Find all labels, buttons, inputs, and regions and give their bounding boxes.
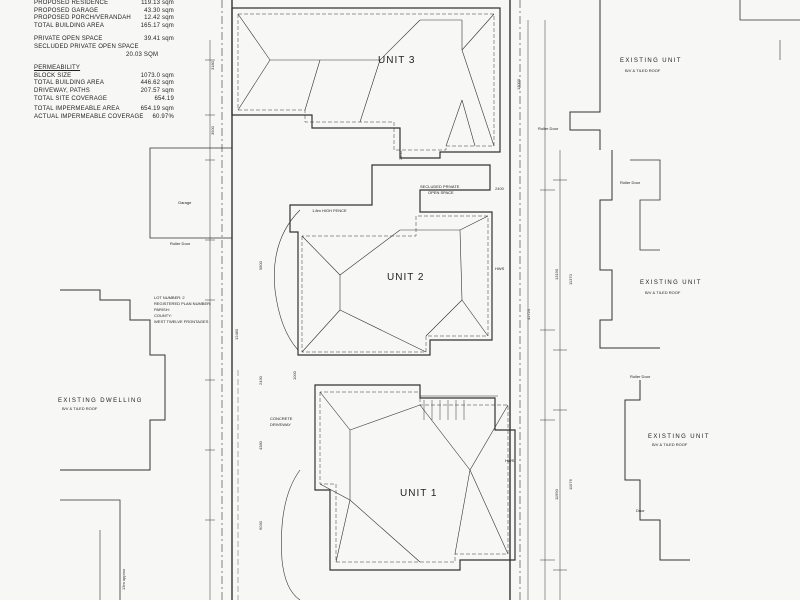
lot-info-line: COUNTY: — [154, 313, 172, 318]
garage-label: Garage — [178, 200, 192, 205]
dim-left-top: 3180 — [210, 60, 215, 70]
fence-note: 1.8m HIGH FENCE — [312, 208, 347, 213]
note-row: TOTAL BUILDING AREA 165.17 sqm — [34, 23, 174, 31]
note-row: TOTAL IMPERMEABLE AREA 654.19 sqm — [34, 106, 174, 114]
note-row: PROPOSED GARAGE 43.30 sqm — [34, 8, 174, 16]
dim-unit2-far: 11370 — [568, 273, 573, 285]
note-row: DRIVEWAY, PATHS 207.57 sqm — [34, 88, 174, 96]
note-value: 207.57 sqm — [140, 87, 174, 94]
note-row: TOTAL BUILDING AREA 446.62 sqm — [34, 80, 174, 88]
note-value: 43.30 sqm — [144, 7, 174, 14]
note-label: PRIVATE OPEN SPACE — [34, 36, 103, 43]
lot-info-line: WEST TWELVE FRONTAGES — [154, 319, 209, 324]
roller-door-left-label: Roller Door — [170, 241, 191, 246]
note-value: 654.19 — [154, 95, 174, 102]
lot-info-line: LOT NUMBER: 2 — [154, 295, 185, 300]
secluded-space-value: 20.03 sqm — [126, 51, 159, 58]
permeability-header: PERMEABILITY — [34, 65, 81, 72]
note-label: TOTAL BUILDING AREA — [34, 22, 105, 29]
existing-unit-low-line1: EXISTING UNIT — [648, 434, 710, 440]
note-label: BLOCK SIZE — [34, 72, 72, 79]
existing-dwelling-outline — [60, 289, 166, 600]
roller-door-right-mid-label: Roller Door — [620, 180, 641, 185]
unit-1-outline — [281, 384, 516, 600]
note-value: 654.19 sqm — [140, 106, 174, 113]
dim-boundary-right: 42720 — [526, 308, 531, 320]
secluded-space-label: SECLUDED PRIVATE OPEN SPACE — [34, 43, 139, 50]
note-row: BLOCK SIZE 1073.0 sqm — [34, 73, 174, 81]
setback-note: 13m approx — [121, 569, 126, 590]
existing-unit-outlines — [569, 0, 800, 561]
dim-u3-gap: 2400 — [398, 150, 403, 160]
note-value: 39.41 sqm — [144, 36, 174, 43]
note-label: PROPOSED PORCH/VERANDAH — [34, 15, 131, 22]
note-label: DRIVEWAY, PATHS — [34, 87, 91, 94]
note-row: ACTUAL IMPERMEABLE COVERAGE 60.97% — [34, 114, 174, 122]
dim-boundary: 12480 — [234, 328, 239, 340]
note-label: PROPOSED RESIDENCE — [34, 0, 109, 6]
note-label: TOTAL IMPERMEABLE AREA — [34, 106, 120, 113]
dim-top-right: 13000 — [516, 78, 521, 90]
note-value: 60.97% — [152, 113, 174, 120]
note-value: 1073.0 sqm — [140, 72, 174, 79]
roller-door-right-low-label: Roller Door — [630, 374, 651, 379]
dim-left-mid4: 4380 — [258, 440, 263, 450]
private-open-space-row: PRIVATE OPEN SPACE 39.41 sqm — [34, 36, 174, 44]
dim-unit2-width: 2400 — [495, 186, 505, 191]
existing-unit-low-line2: B/V & TILED ROOF — [652, 442, 688, 447]
dim-left-mid1: 3500 — [210, 125, 215, 135]
note-label: TOTAL BUILDING AREA — [34, 80, 105, 87]
existing-dwelling-line2: B/V & TILED ROOF — [62, 406, 98, 411]
secluded-space-line1: SECLUDED PRIVATE — [420, 184, 460, 189]
concrete-driveway-line2: DRIVEWAY — [270, 422, 291, 427]
hws-mid-label: HWS — [495, 266, 505, 271]
note-label: PROPOSED GARAGE — [34, 7, 99, 14]
unit-3-label: UNIT 3 — [378, 55, 416, 66]
existing-garage — [149, 147, 233, 239]
note-value: 12.42 sqm — [144, 15, 174, 22]
door-low-label: Door — [636, 508, 645, 513]
note-value: 446.62 sqm — [140, 80, 174, 87]
lot-info-line: REGISTERED PLAN NUMBER: — [154, 301, 211, 306]
note-label: ACTUAL IMPERMEABLE COVERAGE — [34, 113, 144, 120]
dimension-lines — [205, 20, 567, 600]
lot-info: LOT NUMBER: 2 REGISTERED PLAN NUMBER: PA… — [154, 295, 211, 324]
concrete-driveway-line1: CONCRETE — [270, 416, 293, 421]
existing-unit-top-line1: EXISTING UNIT — [620, 58, 682, 64]
dim-unit1-top: 1000 — [292, 370, 297, 380]
unit-3-outline — [231, 7, 501, 159]
note-row: PROPOSED PORCH/VERANDAH 12.42 sqm — [34, 15, 174, 23]
hws-low-label: HWS — [505, 458, 515, 463]
dim-unit1-right: 11990 — [554, 488, 559, 500]
existing-unit-mid-line1: EXISTING UNIT — [640, 280, 702, 286]
unit-2-outline — [274, 164, 493, 356]
unit-1-label: UNIT 1 — [400, 488, 438, 499]
existing-dwelling-line1: EXISTING DWELLING — [58, 398, 143, 404]
dim-unit1-far: 11576 — [568, 478, 573, 490]
note-value: 165.17 sqm — [140, 22, 174, 29]
dim-left-mid3: 2430 — [258, 375, 263, 385]
dim-left-mid2: 5800 — [258, 260, 263, 270]
unit-2-label: UNIT 2 — [387, 272, 425, 283]
note-value: 119.13 sqm — [141, 0, 174, 6]
lot-info-line: PARISH: — [154, 307, 170, 312]
dim-unit2-right: 13190 — [554, 268, 559, 280]
existing-unit-mid-line2: B/V & TILED ROOF — [645, 290, 681, 295]
roller-door-right-top-label: Roller Door — [538, 126, 559, 131]
note-label: TOTAL SITE COVERAGE — [34, 95, 108, 102]
note-row: TOTAL SITE COVERAGE 654.19 — [34, 96, 174, 104]
secluded-space-line2: OPEN SPACE — [428, 190, 454, 195]
note-row: PROPOSED RESIDENCE 119.13 sqm — [34, 0, 174, 8]
dim-left-low: 6030 — [258, 520, 263, 530]
existing-unit-top-line2: B/V & TILED ROOF — [625, 68, 661, 73]
